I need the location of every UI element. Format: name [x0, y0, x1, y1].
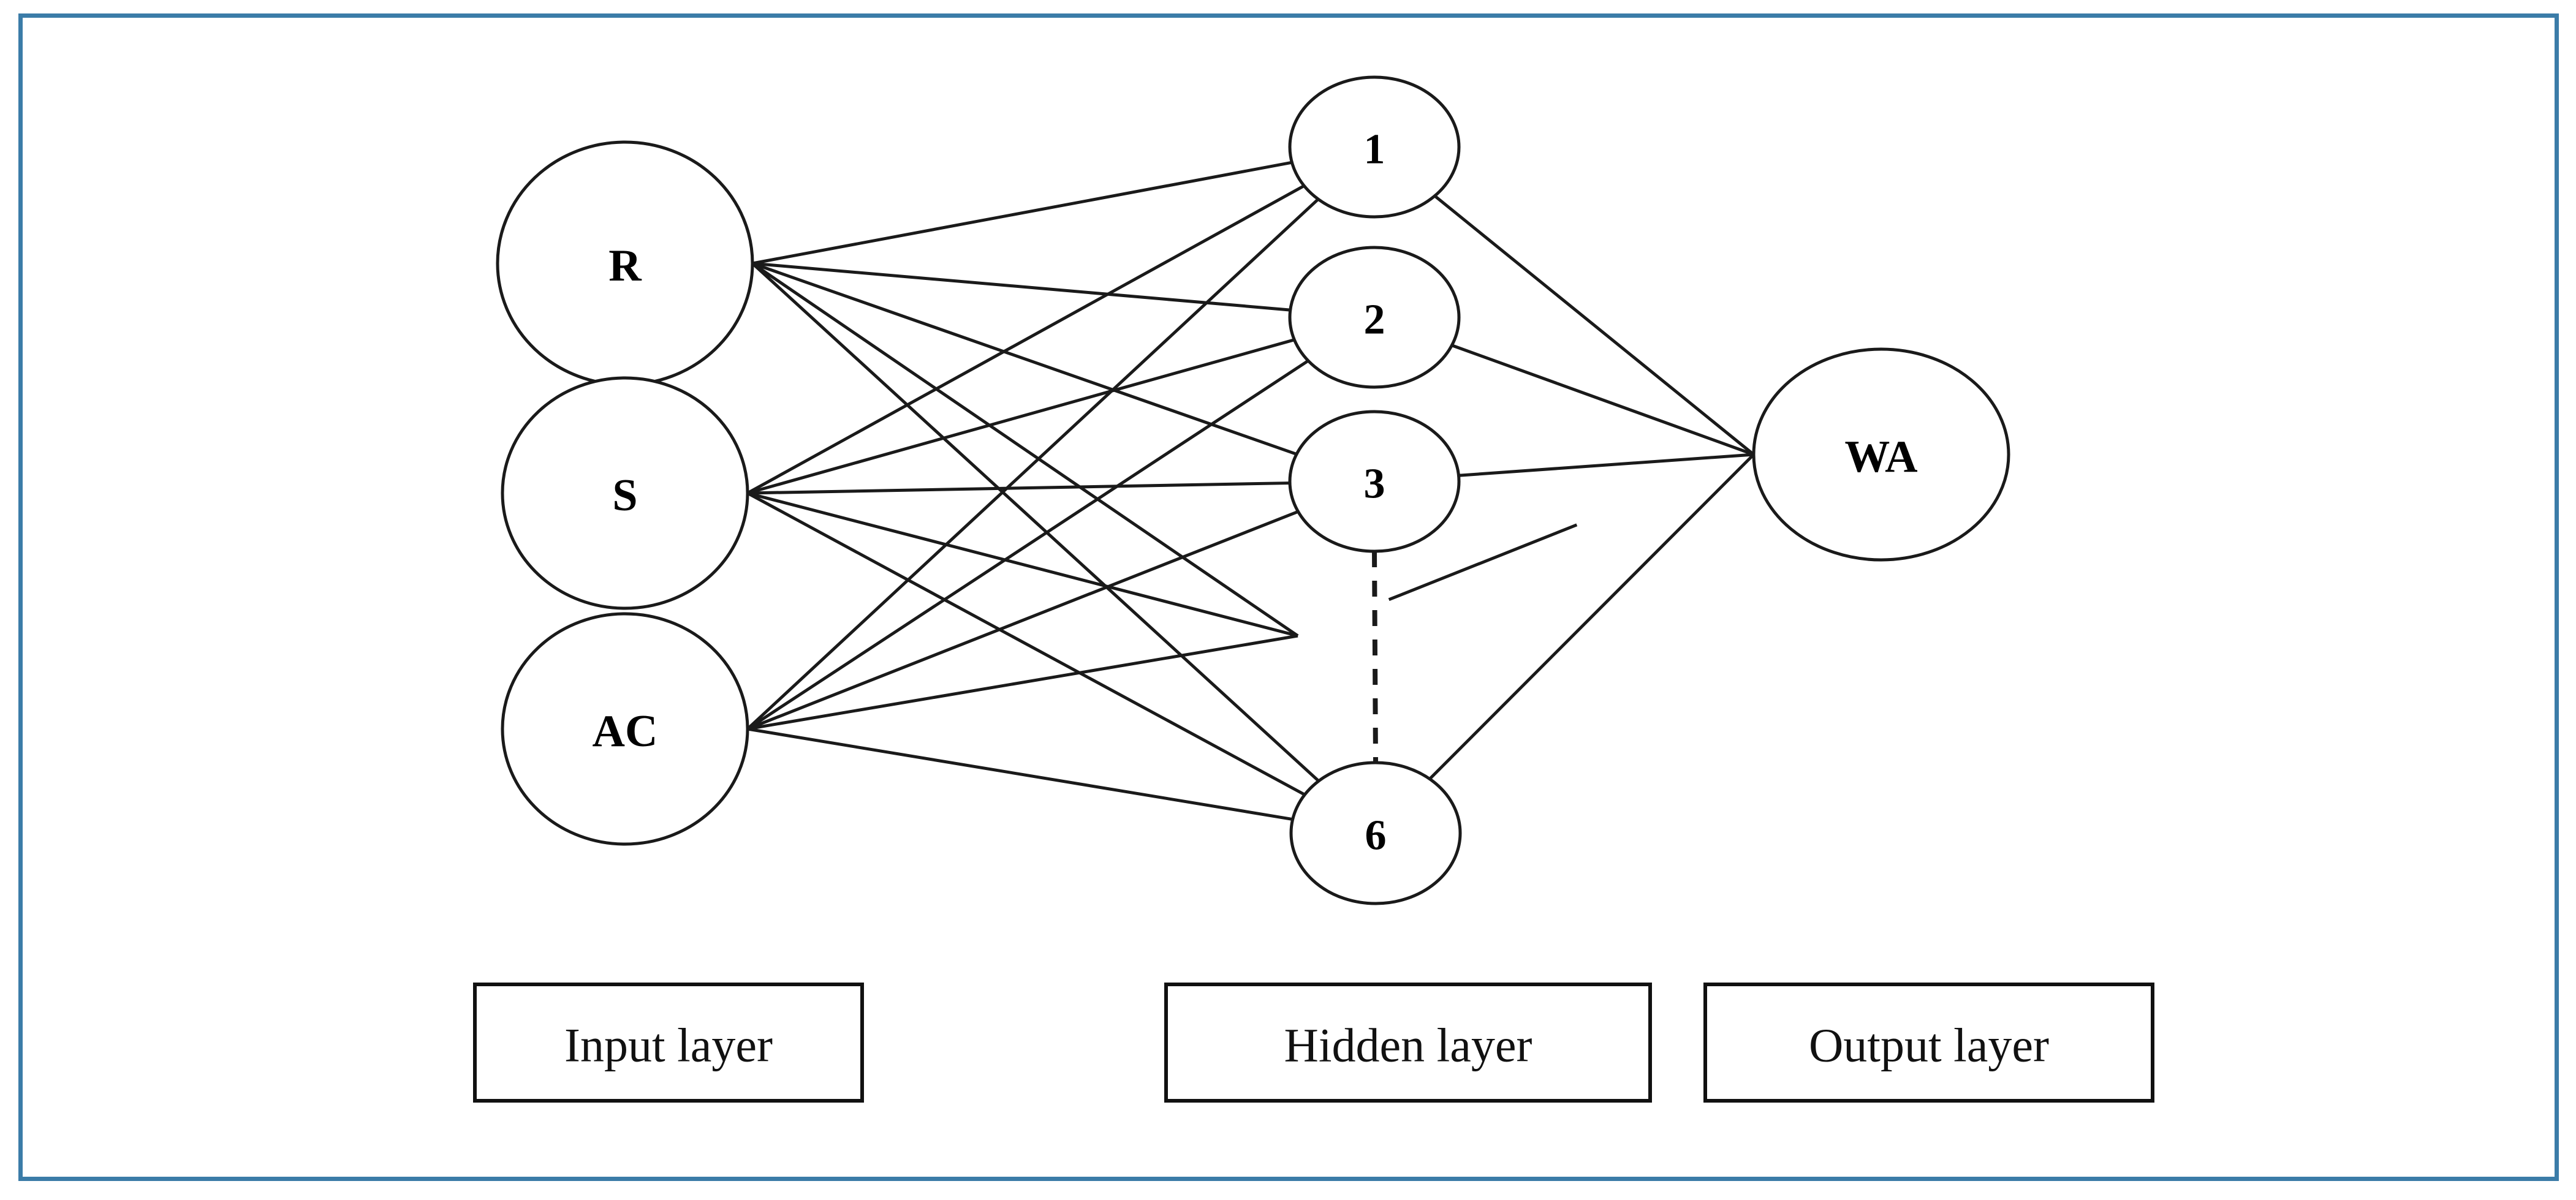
layer-box-rect-output [1703, 983, 2154, 1103]
layer-box-rect-input [473, 983, 864, 1103]
input-node-S[interactable]: S [501, 376, 749, 610]
edge-AC-to-h1 [746, 198, 1319, 730]
node-ellipse-S [501, 376, 749, 610]
input-node-R[interactable]: R [496, 140, 754, 387]
edge-h6-to-WA [1428, 453, 1755, 780]
edge-AC-to-h-implied [747, 634, 1298, 731]
node-ellipse-h6 [1289, 761, 1462, 905]
node-ellipse-h2 [1288, 246, 1461, 389]
edge-R-to-h3 [752, 262, 1297, 456]
layer-box-rect-hidden [1164, 983, 1652, 1103]
hidden-node-h2[interactable]: 2 [1288, 246, 1461, 389]
edge-S-to-h3 [747, 481, 1290, 495]
node-label-S: S [612, 470, 637, 521]
edge-AC-to-h6 [747, 727, 1294, 821]
node-label-WA: WA [1844, 432, 1917, 482]
node-label-h6: 6 [1365, 812, 1387, 859]
edge-R-to-h-implied [751, 262, 1299, 638]
edge-h3-to-WA [1458, 453, 1754, 477]
edge-group-input-to-hidden [746, 160, 1320, 821]
edge-R-to-h2 [752, 262, 1290, 312]
layer-label-box-output[interactable]: Output layer [1703, 983, 2154, 1103]
layer-label-box-hidden[interactable]: Hidden layer [1164, 983, 1652, 1103]
edge-AC-to-h3 [747, 510, 1299, 731]
node-ellipse-h3 [1288, 410, 1461, 553]
edge-R-to-h1 [752, 160, 1292, 265]
node-label-h3: 3 [1364, 461, 1385, 508]
edge-h1-to-WA [1433, 194, 1755, 456]
output-node-WA[interactable]: WA [1752, 347, 2010, 562]
node-ellipse-h1 [1288, 75, 1461, 219]
layer-label-box-input[interactable]: Input layer [473, 983, 864, 1103]
node-label-h2: 2 [1364, 296, 1385, 344]
input-node-AC[interactable]: AC [501, 612, 749, 846]
layer-box-label-output: Output layer [1809, 1019, 2049, 1072]
edge-R-to-h6 [751, 262, 1320, 782]
node-label-AC: AC [593, 706, 658, 757]
edge-group-hidden-ellipsis [1372, 551, 1378, 763]
edge-S-to-h-implied [747, 491, 1298, 638]
node-ellipse-WA [1752, 347, 2010, 562]
hidden-node-h6[interactable]: 6 [1289, 761, 1462, 905]
node-group: R S AC 1 2 3 6 WA [496, 75, 2010, 905]
edge-S-to-h1 [746, 184, 1305, 495]
edge-AC-to-h2 [746, 359, 1309, 731]
hidden-node-h1[interactable]: 1 [1288, 75, 1461, 219]
edge-h2-to-WA [1451, 344, 1754, 456]
layer-label-box-group: Input layer Hidden layer Output layer [473, 983, 2154, 1103]
layer-box-label-hidden: Hidden layer [1284, 1019, 1532, 1072]
node-label-R: R [608, 241, 642, 291]
node-label-h1: 1 [1364, 126, 1385, 173]
edge-h-implied-to-WA-truncated [1388, 523, 1578, 602]
edge-S-to-h2 [747, 338, 1295, 495]
hidden-node-h3[interactable]: 3 [1288, 410, 1461, 553]
edge-group-hidden-to-output [1388, 194, 1755, 780]
edge-S-to-h6 [746, 491, 1306, 796]
hidden-layer-ellipsis-dashed-line [1372, 551, 1378, 763]
node-ellipse-AC [501, 612, 749, 846]
layer-box-label-input: Input layer [564, 1019, 773, 1072]
